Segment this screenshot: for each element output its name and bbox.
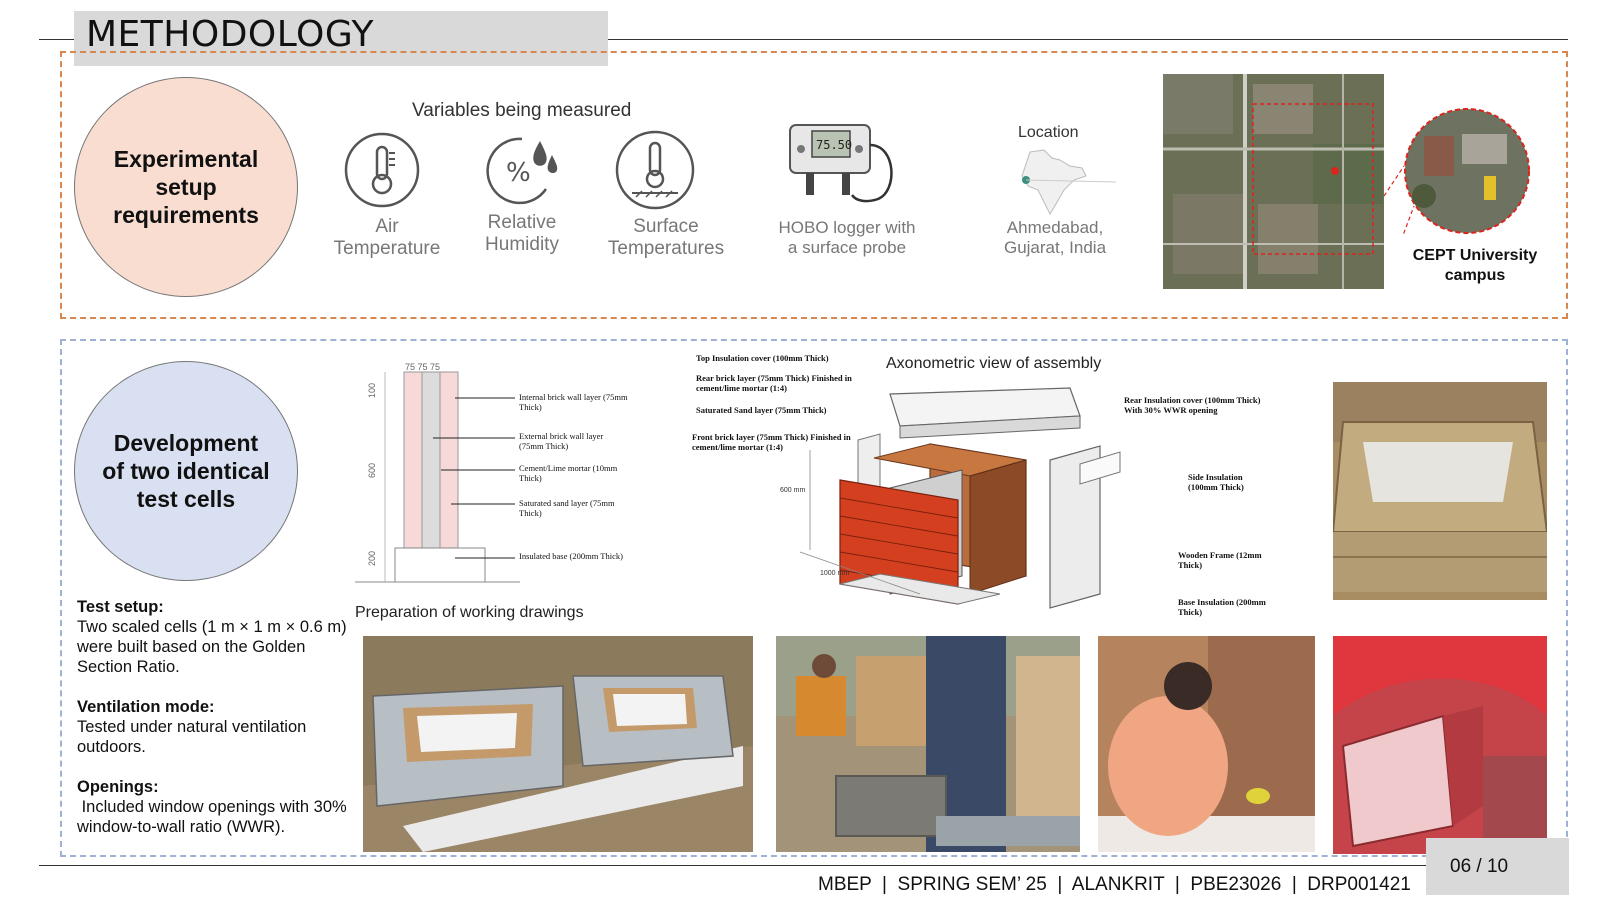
construction-photo-2 (1098, 636, 1315, 852)
svg-text:600 mm: 600 mm (780, 487, 805, 494)
test-cells-title: Development of two identical test cells (102, 430, 270, 512)
axo-label-rear-insulation: Rear Insulation cover (100mm Thick) With… (1124, 395, 1261, 415)
header-rule-left (39, 39, 75, 40)
wall-label-base: Insulated base (200mm Thick) (519, 551, 623, 561)
header-rule-right (608, 39, 1568, 40)
axonometric-title: Axonometric view of assembly (886, 355, 1102, 372)
ventilation-text: Tested under natural ventilation outdoor… (77, 718, 307, 756)
campus-zoom-inset (1384, 108, 1530, 236)
svg-text:75 75 75: 75 75 75 (405, 362, 440, 372)
humidity-icon: % (486, 137, 558, 205)
openings-block: Openings: Included window openings with … (77, 777, 352, 837)
test-cells-section (60, 339, 1568, 857)
svg-text:1000 mm: 1000 mm (820, 570, 849, 577)
test-cells-photo (363, 636, 753, 852)
wall-section-drawing: 75 75 75 100 600 200 (355, 362, 520, 583)
thermometer-icon (344, 132, 420, 208)
axo-label-sand: Saturated Sand layer (75mm Thick) (696, 405, 827, 415)
svg-text:%: % (506, 158, 531, 188)
ventilation-heading: Ventilation mode: (77, 698, 215, 716)
test-setup-text: Two scaled cells (1 m × 1 m × 0.6 m) wer… (77, 618, 347, 676)
experimental-setup-title: Experimental setup requirements (113, 146, 259, 228)
axo-label-base-insulation: Base Insulation (200mm Thick) (1178, 597, 1266, 617)
svg-text:600: 600 (367, 463, 377, 478)
india-map-icon (1021, 149, 1117, 216)
experimental-setup-section (60, 51, 1568, 319)
axo-label-top-insulation: Top Insulation cover (100mm Thick) (696, 353, 829, 363)
axo-label-rear-brick: Rear brick layer (75mm Thick) Finished i… (696, 373, 852, 393)
footer-text: MBEP | SPRING SEM’ 25 | ALANKRIT | PBE23… (818, 874, 1411, 895)
logger-display: 75.50 (816, 138, 852, 152)
construction-photo-1 (776, 636, 1080, 852)
axonometric-drawing: 600 mm 1000 mm (780, 387, 1121, 609)
wall-label-sand: Saturated sand layer (75mm Thick) (519, 498, 615, 518)
svg-text:200: 200 (367, 551, 377, 566)
openings-text: Included window openings with 30% window… (77, 798, 352, 836)
experimental-setup-circle: Experimental setup requirements (74, 77, 298, 297)
wall-label-external: External brick wall layer (75mm Thick) (519, 431, 604, 451)
openings-heading: Openings: (77, 778, 159, 796)
surface-thermometer-icon (615, 130, 695, 210)
ventilation-block: Ventilation mode: Tested under natural v… (77, 697, 347, 757)
hobo-logger-icon: 75.50 (789, 124, 893, 203)
axo-label-side-insulation: Side Insulation (100mm Thick) (1188, 472, 1244, 492)
wall-label-internal: Internal brick wall layer (75mm Thick) (519, 392, 628, 412)
svg-text:100: 100 (367, 383, 377, 398)
page-number-box (1426, 838, 1569, 895)
test-cells-circle: Development of two identical test cells (74, 361, 298, 581)
page-number: 06 / 10 (1450, 856, 1509, 877)
drawing-caption: Preparation of working drawings (355, 604, 584, 621)
test-setup-block: Test setup: Two scaled cells (1 m × 1 m … (77, 597, 347, 677)
location-label: Ahmedabad,Gujarat, India (1003, 218, 1107, 257)
axo-label-wooden-frame: Wooden Frame (12mm Thick) (1178, 550, 1262, 570)
test-setup-heading: Test setup: (77, 598, 164, 616)
title-box (74, 11, 608, 66)
test-cell-photo-top (1333, 382, 1547, 600)
axo-label-front-brick: Front brick layer (75mm Thick) Finished … (692, 432, 851, 452)
campus-satellite-map (1163, 74, 1384, 289)
variables-heading: Variables being measured (412, 100, 632, 121)
location-heading: Location (1018, 124, 1079, 141)
wall-label-mortar: Cement/Lime mortar (10mm Thick) (519, 463, 618, 483)
page-title: METHODOLOGY (86, 14, 374, 55)
footer-rule (39, 865, 1427, 866)
construction-photo-3 (1333, 636, 1547, 854)
